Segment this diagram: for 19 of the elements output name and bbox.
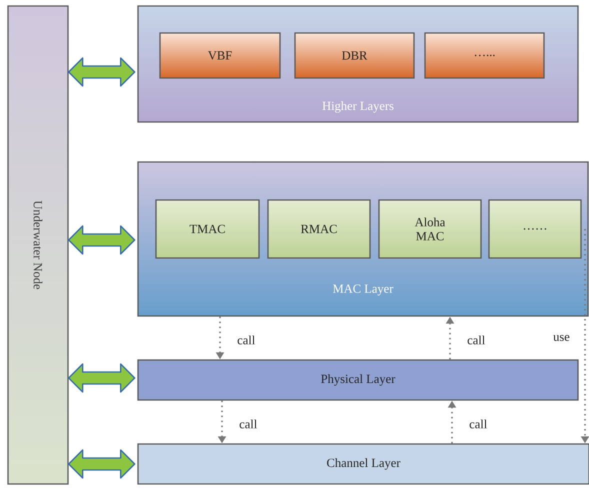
double-arrow [68,57,136,87]
protocol-box: VBF [159,32,281,79]
double-arrow [68,363,136,393]
edge-label: call [238,336,255,344]
protocol-box: RMAC [267,199,371,259]
protocol-box: DBR [294,32,415,79]
layer-box: Physical Layer [137,359,579,401]
layer-box: Channel Layer [137,443,589,485]
edge-label: use [553,334,570,341]
edge-label: call [468,336,485,344]
edge-label: call [470,420,487,428]
double-arrow [68,449,136,479]
edge-label: call [240,420,257,428]
protocol-box: Aloha MAC [378,199,482,259]
protocol-box: …… [488,199,582,259]
side-panel: Underwater Node [7,5,69,485]
protocol-box: TMAC [155,199,260,259]
double-arrow [68,225,136,255]
protocol-box: …... [424,32,545,79]
